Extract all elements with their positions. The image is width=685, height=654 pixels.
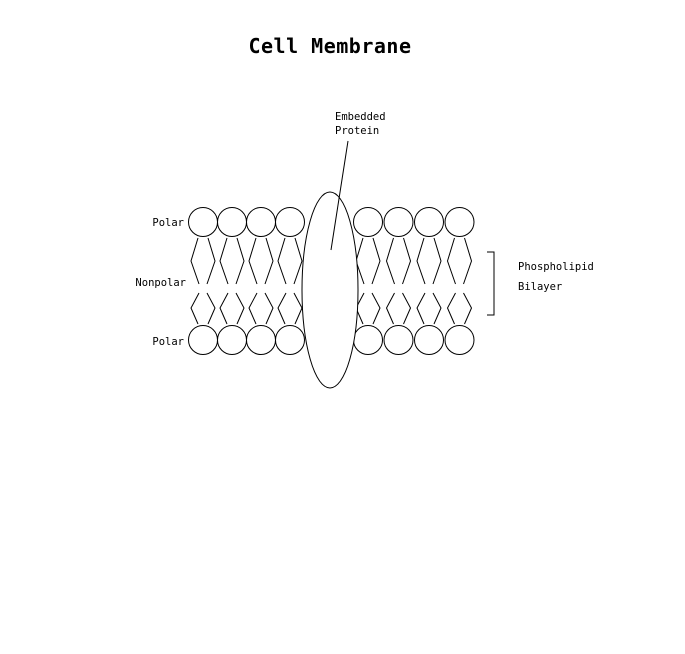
phospholipid-head [444,207,475,237]
polar-top-label: Polar [152,217,184,229]
phospholipid-head [353,325,383,355]
tail-line [446,237,456,285]
tail-line [219,292,229,325]
tail-line [402,237,412,285]
tail-line [277,237,287,285]
tail-line [293,237,303,285]
polar-bottom-label: Polar [152,336,184,348]
tail-line [446,292,456,325]
phospholipid-head [383,207,414,237]
embedded-protein-label-line1: Embedded [335,111,386,123]
tail-line [416,292,426,325]
tail-line [371,292,381,325]
tail-line [432,292,442,325]
tail-line [277,292,287,325]
phospholipid-head [246,325,276,355]
tail-line [264,292,274,325]
tail-line [432,237,442,285]
tail-line [463,292,473,325]
embedded-protein-shape [301,191,359,389]
tail-line [219,237,229,285]
phospholipid-head [217,325,247,355]
phospholipid-head [275,207,305,237]
phospholipid-head [188,325,218,355]
embedded-protein-label-line2: Protein [335,125,379,137]
tail-line [248,237,258,285]
tail-line [190,237,200,285]
phospholipid-head [275,325,305,355]
tail-line [416,237,426,285]
bilayer-bracket [487,251,495,316]
phospholipid-head [246,207,276,237]
nonpolar-label: Nonpolar [135,277,186,289]
tail-line [463,237,473,285]
tail-line [264,237,274,285]
phospholipid-heads [188,207,475,355]
tail-line [235,237,245,285]
tail-line [206,292,216,325]
phospholipid-head [414,207,444,237]
tail-line [371,237,381,285]
tail-line [385,292,395,325]
phospholipid-head [444,325,475,355]
phospholipid-tails [190,237,473,325]
tail-line [402,292,412,325]
tail-line [190,292,200,325]
tail-line [293,292,303,325]
phospholipid-head [353,207,383,237]
phospholipid-bilayer-label-line2: Bilayer [518,281,562,293]
tail-line [235,292,245,325]
tail-line [385,237,395,285]
phospholipid-head [383,325,414,355]
diagram-title: Cell Membrane [248,34,411,58]
phospholipid-head [414,325,444,355]
phospholipid-head [188,207,218,237]
phospholipid-bilayer-label-line1: Phospholipid [518,261,594,273]
tail-line [206,237,216,285]
embedded-protein-leader-line [330,140,349,251]
tail-line [248,292,258,325]
phospholipid-head [217,207,247,237]
